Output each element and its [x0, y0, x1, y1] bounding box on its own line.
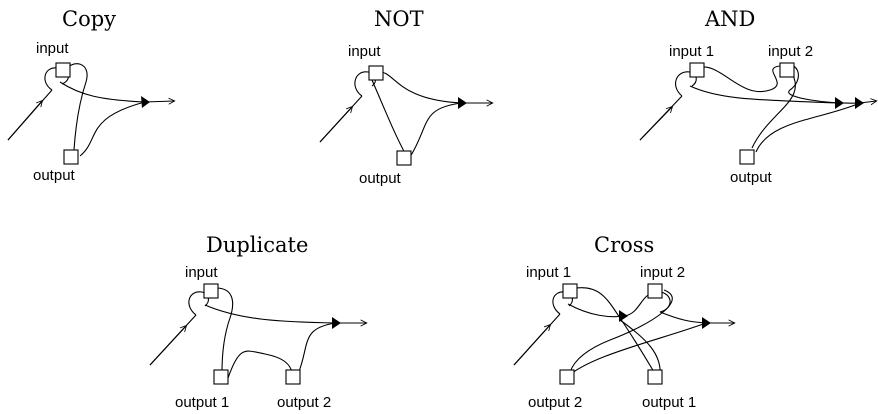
- input-track-arrow: [639, 107, 672, 141]
- input-label: input: [185, 264, 218, 281]
- output-box: [396, 150, 412, 166]
- output-1-label: output 1: [175, 394, 229, 411]
- output-label: output: [33, 167, 76, 184]
- output-1-label: output 1: [642, 394, 696, 411]
- output-track: [63, 63, 88, 151]
- output-box: [739, 149, 755, 165]
- input-2-label: input 2: [768, 43, 813, 60]
- output-2-box: [285, 369, 301, 385]
- output-2-label: output 2: [528, 394, 582, 411]
- bridge-track: [227, 350, 293, 379]
- input-box: [203, 283, 219, 299]
- return-track: [79, 101, 146, 157]
- output-label: output: [730, 169, 773, 186]
- gate-arrowhead: [332, 317, 341, 329]
- return-2-track: [565, 322, 707, 379]
- return-1-track: [619, 319, 661, 377]
- main-2-track: [659, 311, 707, 324]
- input-track-arrow: [319, 107, 352, 143]
- input-box: [368, 65, 384, 81]
- output-1-box: [647, 369, 663, 385]
- gadget-cross: Cross input 1 input 2 output 2 output 1: [513, 233, 734, 411]
- gadget-duplicate: Duplicate input output 1 output 2: [149, 233, 366, 411]
- gate-1-arrowhead: [619, 310, 628, 322]
- gadget-copy: Copy input output: [7, 7, 174, 184]
- main-track: [59, 81, 146, 103]
- gadget-and: AND input 1 input 2 output: [639, 7, 876, 186]
- return-track: [755, 102, 861, 153]
- input-label: input: [36, 40, 69, 57]
- input-1-label: input 1: [669, 43, 714, 60]
- input-1-box: [689, 62, 705, 78]
- input-track-arrow: [7, 101, 42, 141]
- gate-2-arrowhead: [702, 317, 711, 329]
- input-2-box: [647, 283, 663, 299]
- exit-track: [144, 101, 174, 102]
- output-label: output: [359, 170, 402, 187]
- gate-arrowhead: [141, 96, 150, 108]
- output-1-track: [215, 287, 234, 373]
- gadget-title: Cross: [594, 233, 654, 257]
- input-track-arrow: [149, 326, 186, 366]
- gate-1-arrowhead: [835, 97, 844, 109]
- input-1-box: [562, 283, 578, 299]
- gadget-title: Copy: [62, 7, 116, 31]
- output-2-box: [559, 369, 575, 385]
- arc-track: [377, 71, 463, 104]
- input-2-label: input 2: [640, 264, 685, 281]
- arc-track: [696, 65, 781, 93]
- output-box: [63, 149, 79, 165]
- cross-track: [371, 79, 407, 156]
- input-1-label: input 1: [526, 264, 571, 281]
- output-track: [751, 69, 796, 149]
- output-2-label: output 2: [277, 394, 331, 411]
- return-track: [409, 102, 463, 158]
- output-1-box: [213, 369, 229, 385]
- input-2-box: [779, 62, 795, 78]
- gadget-title: Duplicate: [206, 233, 308, 257]
- gate-arrowhead: [458, 97, 467, 109]
- input-box: [55, 62, 71, 78]
- diagonal-2-track: [569, 289, 673, 373]
- loop-2-track: [781, 64, 861, 104]
- loop-track: [188, 291, 209, 316]
- input-label: input: [348, 43, 381, 60]
- return-track: [297, 322, 337, 375]
- gadget-title: AND: [704, 7, 755, 31]
- gadget-not: NOT input output: [319, 7, 492, 187]
- main-track: [689, 85, 839, 104]
- loop-track: [354, 71, 377, 97]
- main-1-track: [567, 303, 625, 318]
- gadget-title: NOT: [374, 7, 424, 31]
- main-track: [204, 304, 337, 324]
- input-1-track-arrow: [513, 325, 550, 366]
- gate-2-arrowhead: [855, 97, 864, 109]
